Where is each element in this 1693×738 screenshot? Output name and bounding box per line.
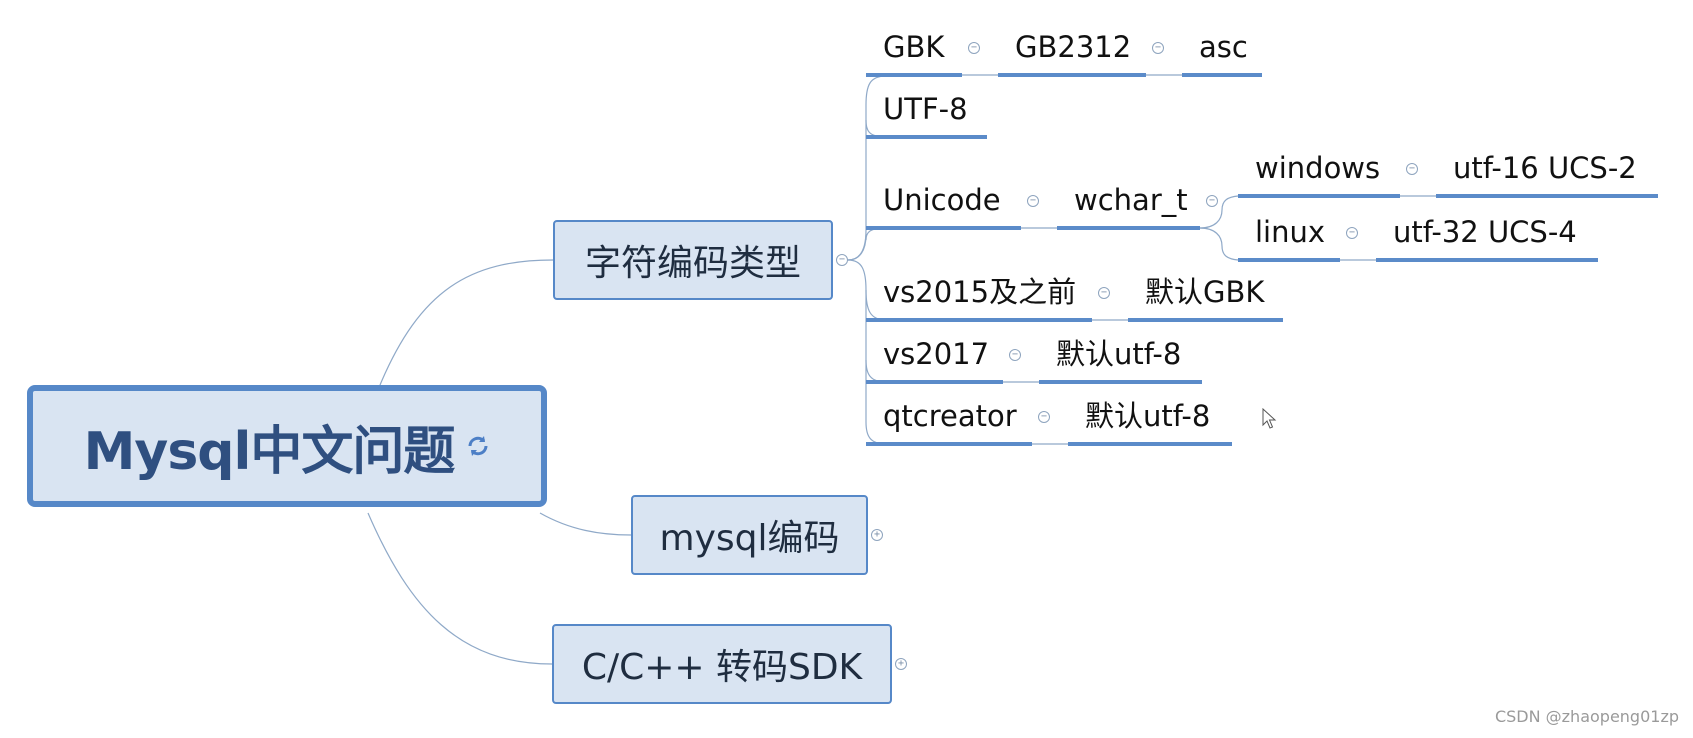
leaf-linux[interactable]: linux	[1255, 215, 1326, 249]
leaf-gb2312[interactable]: GB2312	[1015, 30, 1132, 64]
connector-root-cpp	[367, 512, 553, 665]
collapse-toggle-unicode[interactable]: −	[1027, 195, 1039, 207]
collapse-toggle-vs2017[interactable]: −	[1009, 349, 1021, 361]
expand-toggle-mysql-encoding[interactable]: +	[871, 529, 883, 541]
connector-root-mysql	[539, 512, 632, 536]
collapse-toggle-gb2312[interactable]: −	[1152, 42, 1164, 54]
root-node[interactable]: Mysql中文问题	[27, 385, 547, 507]
branch-cpp-transcode-label: C/C++ 转码SDK	[581, 647, 863, 688]
root-label: Mysql中文问题	[83, 421, 456, 482]
collapse-toggle-encoding-types[interactable]: −	[836, 254, 848, 266]
leaf-windows[interactable]: windows	[1255, 151, 1381, 185]
connector-unicode	[847, 227, 887, 261]
branch-mysql-encoding[interactable]: mysql编码	[631, 495, 868, 575]
collapse-toggle-linux[interactable]: −	[1346, 227, 1358, 239]
leaf-gbk[interactable]: GBK	[883, 30, 945, 64]
mouse-cursor-icon	[1262, 408, 1277, 429]
branch-cpp-transcode[interactable]: C/C++ 转码SDK	[552, 624, 892, 704]
expand-toggle-cpp-transcode[interactable]: +	[895, 658, 907, 670]
leaf-utf32[interactable]: utf-32 UCS-4	[1393, 215, 1577, 249]
watermark: CSDN @zhaopeng01zp	[1494, 707, 1679, 726]
connector-linux	[1199, 227, 1239, 261]
collapse-toggle-qtcreator[interactable]: −	[1038, 411, 1050, 423]
leaf-qtcreator-default[interactable]: 默认utf-8	[1085, 399, 1211, 433]
collapse-toggle-gbk[interactable]: −	[968, 42, 980, 54]
collapse-toggle-windows[interactable]: −	[1406, 163, 1418, 175]
branch-mysql-encoding-label: mysql编码	[659, 518, 840, 559]
leaf-vs2017[interactable]: vs2017	[883, 337, 990, 371]
branch-encoding-types-label: 字符编码类型	[584, 243, 801, 284]
leaf-wchar-t[interactable]: wchar_t	[1074, 183, 1188, 217]
leaf-asc[interactable]: asc	[1199, 30, 1248, 64]
leaf-vs2017-default[interactable]: 默认utf-8	[1056, 337, 1182, 371]
branch-encoding-types[interactable]: 字符编码类型	[553, 220, 833, 300]
connector-windows	[1199, 195, 1239, 229]
connector-vs2015	[847, 259, 887, 321]
leaf-qtcreator[interactable]: qtcreator	[883, 399, 1017, 433]
leaf-vs2015[interactable]: vs2015及之前	[883, 275, 1077, 309]
leaf-utf16[interactable]: utf-16 UCS-2	[1453, 151, 1637, 185]
leaf-vs2015-default[interactable]: 默认GBK	[1145, 275, 1265, 309]
connector-trunk-upper	[847, 75, 887, 261]
collapse-toggle-wchar-t[interactable]: −	[1206, 195, 1218, 207]
leaf-unicode[interactable]: Unicode	[883, 183, 1001, 217]
refresh-icon[interactable]	[466, 434, 490, 458]
leaf-utf8[interactable]: UTF-8	[883, 92, 968, 126]
connector-root-encoding	[379, 259, 554, 386]
collapse-toggle-vs2015[interactable]: −	[1098, 287, 1110, 299]
